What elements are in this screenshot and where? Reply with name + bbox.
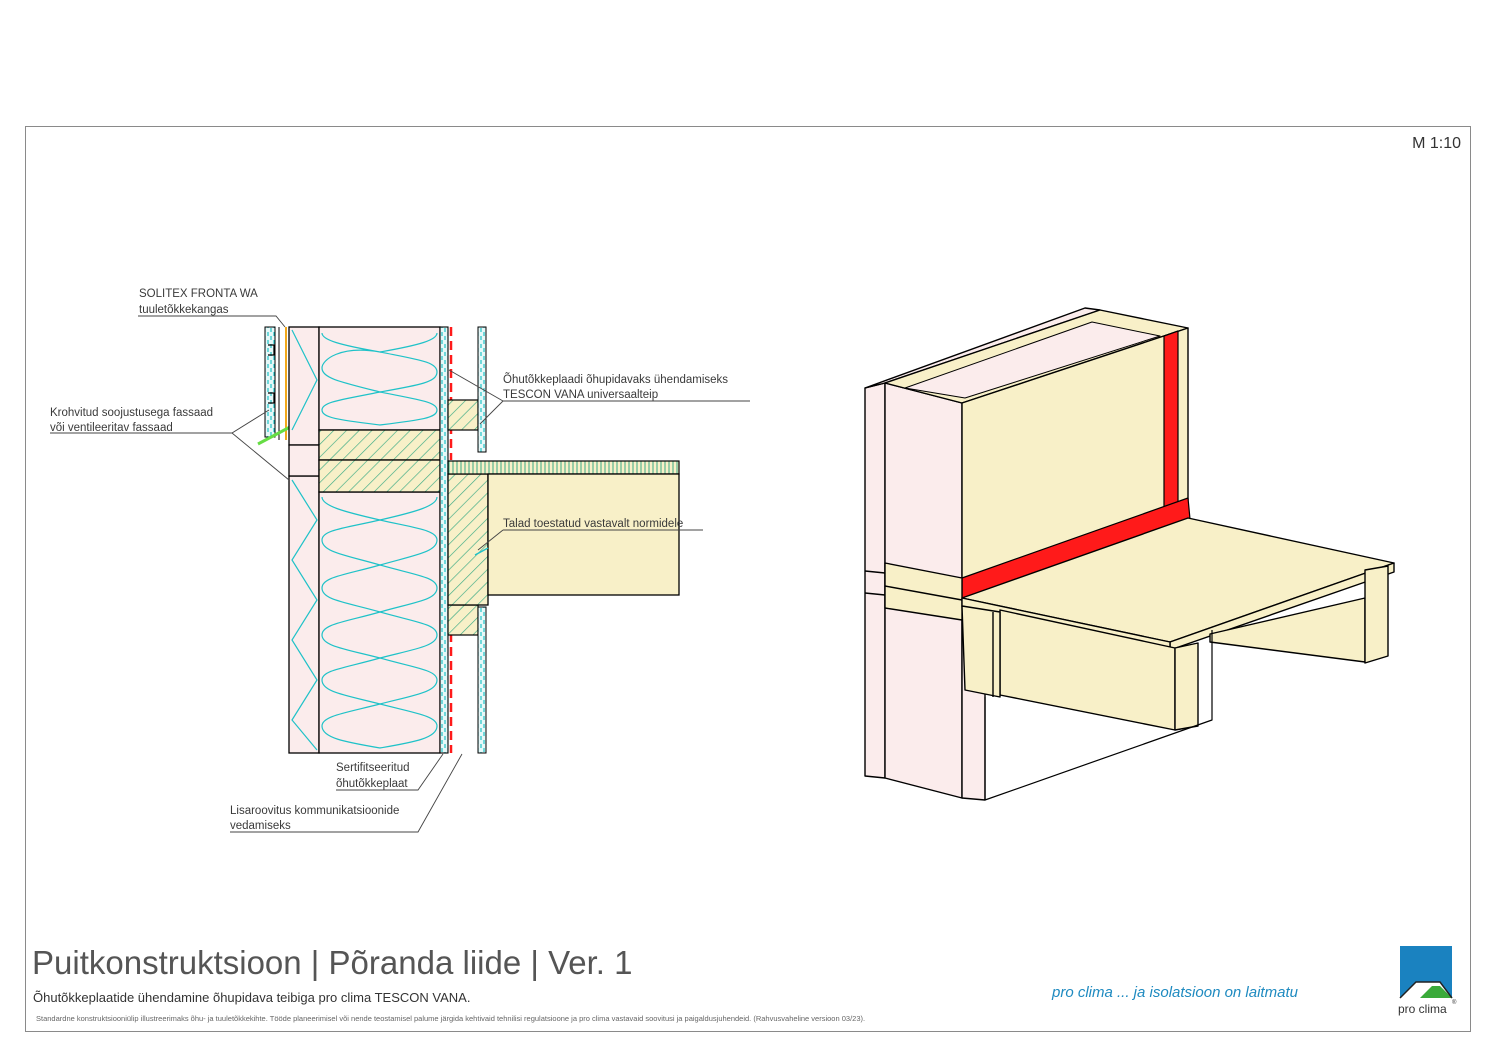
solitex-label-line1: SOLITEX FRONTA WA [139,288,258,300]
solitex-label-line2: tuuletõkkekangas [139,304,229,316]
logo-text: pro clima [1398,1002,1447,1016]
airtight-board [439,326,449,754]
outer-board-zigzag-top [291,329,318,431]
iso-rim-mid [884,585,963,601]
iso-rim-joist [961,605,1001,698]
iso-joist-front-end [1174,642,1199,731]
isometric-view [864,307,1395,801]
logo-roof-green [1420,986,1452,998]
floor-deck [447,460,680,475]
scale-label: M 1:10 [1412,135,1461,152]
brand-slogan: pro clima ... ja isolatsioon on laitmatu [1052,984,1298,1001]
sheet-frame [25,126,1471,1032]
insulation-cavity-bottom [318,491,441,754]
logo-roof-outline [1399,981,1453,999]
facade-start-profile [257,425,291,446]
iso-facade-rim-top [864,570,886,574]
inner-lining-bottom [477,606,487,754]
facade-label-line2: või ventileeritav fassaad [50,422,173,434]
facade-render-board [264,326,276,438]
service-label-line2: vedamiseks [230,820,291,832]
page-title: Puitkonstruktsioon | Põranda liide | Ver… [32,944,633,981]
service-batten-bottom [447,604,479,636]
iso-tape-vertical [1163,330,1179,509]
leader-lines [50,315,750,833]
inner-lining-top [477,326,487,453]
iso-joist-back-end [1364,565,1389,664]
section-detail: SOLITEX FRONTA WA tuuletõkkekangas Krohv… [50,288,750,833]
board-label-line1: Sertifitseeritud [336,762,410,774]
service-batten-top [447,399,479,431]
insulation-loops-top [321,332,438,426]
page-subtitle: Õhutõkkeplaatide ühendamine õhupidava te… [33,990,471,1005]
beams-label: Talad toestatud vastavalt normidele [503,518,683,530]
iso-wall-top-pink [904,321,1161,399]
bottom-plate [318,459,441,493]
rim-joist [447,473,489,606]
iso-facade-rim-bottom [864,592,886,596]
outer-board-joint [288,444,320,477]
tape-label-line1: Õhutõkkeplaadi õhupidavaks ühendamiseks [503,373,728,386]
disclaimer-text: Standardne konstruktsiooniülip illustree… [36,1014,866,1023]
facade-clip-upper [268,344,275,356]
board-label-line2: õhutõkkeplaat [336,778,408,790]
iso-floor-void [984,630,1213,801]
floor-joist [487,473,680,596]
outer-board-zigzag-bottom [291,479,318,751]
facade-label-line1: Krohvitud soojustusega fassaad [50,407,213,419]
outer-board-bottom [288,475,320,754]
joist-connector [474,547,489,556]
pro-clima-logo-icon: ® [1399,946,1457,1006]
service-label-line1: Lisaroovitus kommunikatsioonide [230,805,399,817]
tape-label-line2: TESCON VANA universaalteip [503,389,658,401]
facade-clip-lower [268,392,275,404]
iso-facade-face [864,382,886,779]
logo-registered-mark: ® [1452,999,1457,1006]
insulation-loops-bottom [321,496,438,749]
top-plate [318,429,441,461]
